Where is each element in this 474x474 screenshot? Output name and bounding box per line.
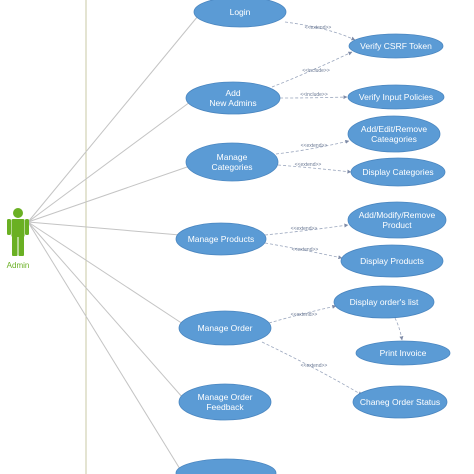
relation-label: <<extend>> (292, 247, 319, 253)
actor-head (13, 208, 23, 218)
use-case-label: Manage (217, 152, 248, 162)
use-case-label: Add (225, 88, 240, 98)
use-case-bottom-usecase[interactable] (175, 458, 277, 474)
use-case-manage-products[interactable]: Manage Products (175, 222, 267, 256)
relation-label: <<extend>> (291, 312, 318, 318)
use-case-print-invoice[interactable]: Print Invoice (355, 340, 451, 366)
use-case-label: Manage Order (198, 392, 253, 402)
relation-label: <<extend>> (301, 143, 328, 149)
use-case-label: Display Products (360, 256, 424, 266)
use-case-label: Manage Order (198, 323, 253, 333)
use-case-ellipse (185, 81, 281, 115)
relation-manage-products-to-modify-product (264, 223, 349, 236)
use-case-label: Login (230, 7, 251, 17)
use-case-display-categories[interactable]: Display Categories (350, 157, 446, 187)
association-login (27, 15, 199, 223)
relation-label: <<extend>> (291, 226, 318, 232)
actor-left-leg (12, 236, 18, 256)
relation-label: <<extend>> (305, 25, 332, 31)
use-case-label: Display Categories (362, 167, 433, 177)
relation-label: <<include>> (300, 92, 328, 98)
use-case-display-products[interactable]: Display Products (340, 244, 444, 278)
use-case-label: New Admins (209, 98, 256, 108)
relation-manage-categories-to-display-categories (277, 164, 352, 174)
association-manage-order (27, 221, 184, 325)
relation-login-to-verify-csrf (284, 21, 356, 41)
relationship-lines: <<extend>> <<include>> <<include>> <<extend… (261, 21, 404, 396)
use-case-label: Add/Modify/Remove (359, 210, 436, 220)
actor-torso (11, 219, 25, 237)
use-case-login[interactable]: Login (193, 0, 287, 28)
association-bottom-usecase (27, 221, 181, 470)
use-case-label: Product (382, 220, 412, 230)
relation-label: <<extend>> (295, 162, 322, 168)
use-case-label: Print Invoice (380, 348, 427, 358)
use-case-ellipse (352, 385, 448, 419)
association-manage-products (27, 221, 181, 236)
actor-right-arm (25, 219, 29, 235)
use-case-change-status[interactable]: Chaneg Order Status (352, 385, 448, 419)
association-order-feedback (27, 221, 184, 399)
use-case-ellipse (185, 142, 279, 182)
association-manage-categories (27, 165, 191, 223)
use-case-label: Verify CSRF Token (360, 41, 432, 51)
actor-name: Admin (7, 261, 30, 270)
use-case-label: Categories (211, 162, 252, 172)
association-add-admins (27, 101, 191, 223)
relation-label: <<extend>> (301, 363, 328, 369)
use-case-ellipse (175, 458, 277, 474)
relation-display-orders-to-print-invoice (394, 317, 404, 341)
association-lines (27, 15, 199, 470)
use-case-label: Manage Products (188, 234, 255, 244)
use-case-ellipse (333, 285, 435, 319)
use-case-ellipse (340, 244, 444, 278)
use-case-manage-order[interactable]: Manage Order (178, 310, 272, 346)
use-case-verify-csrf[interactable]: Verify CSRF Token (348, 33, 444, 59)
use-case-ellipse (347, 201, 447, 239)
relation-label: <<include>> (302, 68, 330, 74)
use-case-label: Cateagories (371, 134, 417, 144)
use-case-ellipse (355, 340, 451, 366)
use-case-ellipse (347, 115, 441, 153)
relation-manage-categories-to-edit-categories (275, 139, 350, 155)
relation-manage-products-to-display-products (264, 242, 343, 260)
relation-manage-order-to-display-orders (268, 304, 337, 324)
use-case-display-orders[interactable]: Display order's list (333, 285, 435, 319)
actor-right-leg (18, 236, 24, 256)
use-case-label: Chaneg Order Status (360, 397, 440, 407)
use-case-label: Add/Edit/Remove (361, 124, 427, 134)
use-case-verify-input[interactable]: Verify Input Policies (347, 84, 445, 110)
relation-add-admins-to-verify-input (279, 95, 348, 100)
use-case-ellipse (175, 222, 267, 256)
relation-add-admins-to-verify-csrf (271, 51, 353, 88)
relation-manage-order-to-change-status (261, 341, 363, 396)
use-case-ellipse (178, 383, 272, 421)
use-case-label: Display order's list (350, 297, 419, 307)
use-case-label: Verify Input Policies (359, 92, 433, 102)
use-case-label: Feedback (206, 402, 244, 412)
use-case-ellipse (178, 310, 272, 346)
use-case-ellipse (348, 33, 444, 59)
use-case-ellipse (347, 84, 445, 110)
actor-left-arm (7, 219, 11, 235)
actor-admin[interactable]: Admin (7, 208, 30, 270)
use-case-ellipse (350, 157, 446, 187)
use-case-ellipse (193, 0, 287, 28)
